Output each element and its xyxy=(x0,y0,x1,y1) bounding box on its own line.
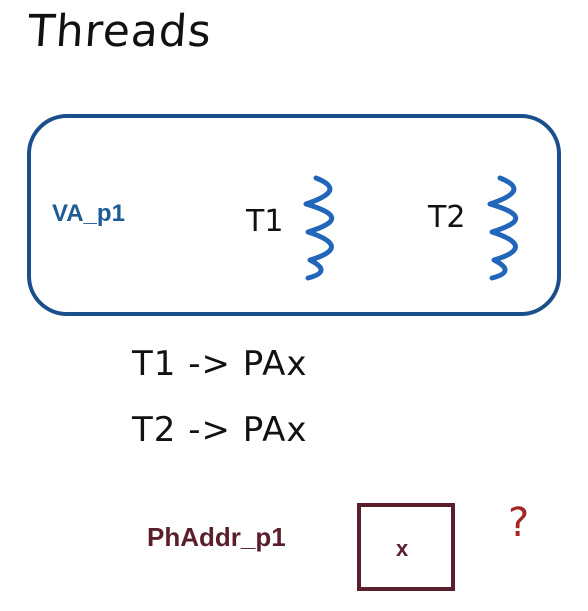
physical-memory-cell xyxy=(357,503,455,591)
mapping-t1: T1 -> PAx xyxy=(132,344,308,384)
virtual-address-label: VA_p1 xyxy=(52,200,125,227)
thread-2-squiggle-icon xyxy=(487,175,519,281)
question-mark-annotation: ? xyxy=(508,500,530,546)
thread-2-label: T2 xyxy=(428,200,466,235)
physical-address-label: PhAddr_p1 xyxy=(147,522,286,552)
process-address-space-box xyxy=(27,114,561,316)
mapping-t2: T2 -> PAx xyxy=(132,410,308,450)
page-title: Threads xyxy=(26,6,214,57)
thread-1-squiggle-icon xyxy=(303,175,335,281)
physical-memory-cell-value: x xyxy=(396,536,409,561)
thread-1-label: T1 xyxy=(246,204,284,239)
